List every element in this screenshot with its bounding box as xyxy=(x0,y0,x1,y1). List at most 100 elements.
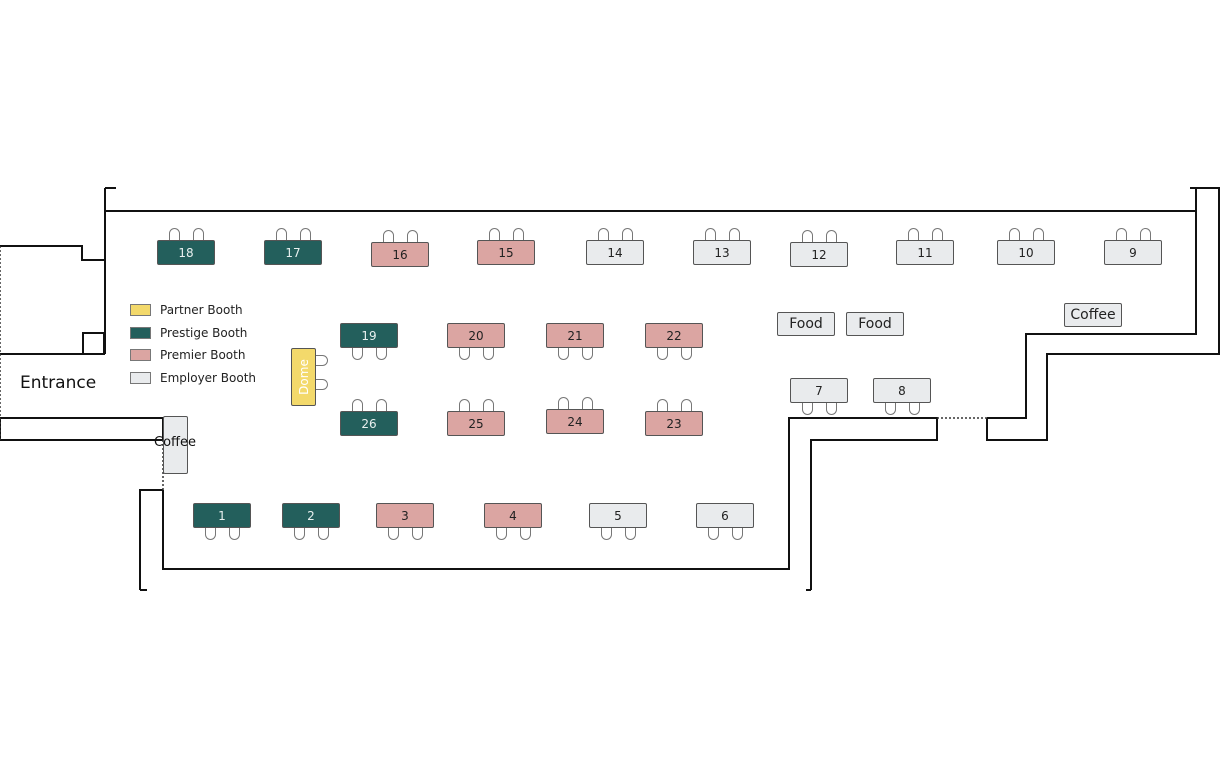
booth-3[interactable]: 3 xyxy=(376,503,434,528)
booth-label: 8 xyxy=(898,383,906,398)
booth-2[interactable]: 2 xyxy=(282,503,340,528)
chair-icon xyxy=(459,348,470,360)
booth-18[interactable]: 18 xyxy=(157,240,215,265)
chair-icon xyxy=(826,403,837,415)
chair-icon xyxy=(520,528,531,540)
chair-icon xyxy=(826,230,837,242)
booth-15[interactable]: 15 xyxy=(477,240,535,265)
chair-icon xyxy=(294,528,305,540)
booth-7[interactable]: 7 xyxy=(790,378,848,403)
booth-label: 26 xyxy=(361,416,377,431)
booth-label: 14 xyxy=(607,245,623,260)
legend-swatch xyxy=(130,304,151,317)
booth-10[interactable]: 10 xyxy=(997,240,1055,265)
booth-label: 24 xyxy=(567,414,583,429)
legend-swatch xyxy=(130,349,151,362)
chair-icon xyxy=(622,228,633,240)
booth-9[interactable]: 9 xyxy=(1104,240,1162,265)
chair-icon xyxy=(300,228,311,240)
chair-icon xyxy=(376,399,387,411)
booth-label: 7 xyxy=(815,383,823,398)
chair-icon xyxy=(681,399,692,411)
booth-4[interactable]: 4 xyxy=(484,503,542,528)
chair-icon xyxy=(885,403,896,415)
booth-13[interactable]: 13 xyxy=(693,240,751,265)
legend-item-premier: Premier Booth xyxy=(130,344,256,367)
booth-label: 12 xyxy=(811,247,827,262)
station-label: Food xyxy=(858,316,892,332)
chair-icon xyxy=(625,528,636,540)
booth-26[interactable]: 26 xyxy=(340,411,398,436)
chair-icon xyxy=(1140,228,1151,240)
chair-icon xyxy=(229,528,240,540)
chair-icon xyxy=(732,528,743,540)
chair-icon xyxy=(582,397,593,409)
booth-label: 19 xyxy=(361,328,377,343)
booth-label: 6 xyxy=(721,508,729,523)
chair-icon xyxy=(352,348,363,360)
food-station[interactable]: Food xyxy=(777,312,835,336)
booth-label: 13 xyxy=(714,245,730,260)
chair-icon xyxy=(1033,228,1044,240)
legend-item-prestige: Prestige Booth xyxy=(130,322,256,345)
coffee-station-left[interactable] xyxy=(163,416,188,474)
booth-21[interactable]: 21 xyxy=(546,323,604,348)
legend-label: Employer Booth xyxy=(160,370,257,385)
chair-icon xyxy=(388,528,399,540)
booth-label: 11 xyxy=(917,245,933,260)
booth-label: 18 xyxy=(178,245,194,260)
chair-icon xyxy=(708,528,719,540)
booth-17[interactable]: 17 xyxy=(264,240,322,265)
booth-25[interactable]: 25 xyxy=(447,411,505,436)
entrance-label: Entrance xyxy=(20,373,97,393)
chair-icon xyxy=(483,399,494,411)
booth-dome[interactable]: Dome xyxy=(291,348,316,406)
chair-icon xyxy=(276,228,287,240)
booth-19[interactable]: 19 xyxy=(340,323,398,348)
booth-11[interactable]: 11 xyxy=(896,240,954,265)
station-label: Food xyxy=(789,316,823,332)
legend-item-employer: Employer Booth xyxy=(130,367,256,390)
booth-label: 23 xyxy=(666,416,682,431)
booth-label: Dome xyxy=(296,359,311,395)
chair-icon xyxy=(513,228,524,240)
booth-label: 3 xyxy=(401,508,409,523)
chair-icon xyxy=(802,403,813,415)
booth-24[interactable]: 24 xyxy=(546,409,604,434)
booth-label: 4 xyxy=(509,508,517,523)
booth-12[interactable]: 12 xyxy=(790,242,848,267)
booth-1[interactable]: 1 xyxy=(193,503,251,528)
chair-icon xyxy=(459,399,470,411)
chair-icon xyxy=(1116,228,1127,240)
legend-label: Premier Booth xyxy=(160,348,246,363)
booth-label: 17 xyxy=(285,245,301,260)
booth-14[interactable]: 14 xyxy=(586,240,644,265)
chair-icon xyxy=(558,397,569,409)
legend-item-partner: Partner Booth xyxy=(130,299,256,322)
food-station[interactable]: Food xyxy=(846,312,904,336)
legend: Partner Booth Prestige Booth Premier Boo… xyxy=(130,299,256,389)
booth-5[interactable]: 5 xyxy=(589,503,647,528)
chair-icon xyxy=(383,230,394,242)
booth-20[interactable]: 20 xyxy=(447,323,505,348)
booth-label: 25 xyxy=(468,416,484,431)
booth-label: 20 xyxy=(468,328,484,343)
chair-icon xyxy=(802,230,813,242)
booth-16[interactable]: 16 xyxy=(371,242,429,267)
coffee-station-left-label: Coffee xyxy=(154,435,196,450)
chair-icon xyxy=(558,348,569,360)
booth-22[interactable]: 22 xyxy=(645,323,703,348)
booth-label: 10 xyxy=(1018,245,1034,260)
booth-23[interactable]: 23 xyxy=(645,411,703,436)
chair-icon xyxy=(729,228,740,240)
chair-icon xyxy=(657,348,668,360)
legend-swatch xyxy=(130,326,151,339)
chair-icon xyxy=(496,528,507,540)
booth-6[interactable]: 6 xyxy=(696,503,754,528)
chair-icon xyxy=(407,230,418,242)
chair-icon xyxy=(909,403,920,415)
chair-icon xyxy=(657,399,668,411)
coffee-station[interactable]: Coffee xyxy=(1064,303,1122,327)
booth-8[interactable]: 8 xyxy=(873,378,931,403)
chair-icon xyxy=(582,348,593,360)
